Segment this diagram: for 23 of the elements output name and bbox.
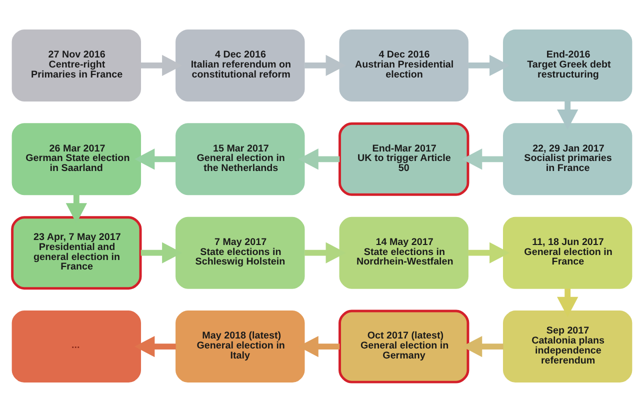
node-box: 22, 29 Jan 2017 Socialist primaries in France (502, 123, 632, 196)
node-box: 7 May 2017 State elections in Schleswig Holstein (176, 216, 305, 289)
arrow (462, 148, 504, 170)
arrow (468, 242, 510, 264)
node-box: 15 Mar 2017 General election in the Netherlands (176, 123, 305, 196)
node-box: 4 Dec 2016 Italian referendum on constitutional reform (176, 29, 305, 102)
node-box: End-Mar 2017 UK to trigger Article 50 (338, 122, 470, 196)
node-box: Sep 2017 Catalonia plans independence referendum (502, 310, 632, 383)
arrow (134, 336, 176, 358)
arrow (557, 288, 578, 318)
arrow (134, 148, 176, 170)
arrow (468, 54, 510, 76)
arrow (298, 148, 340, 170)
node-box: End-2016 Target Greek debt restructuring (502, 29, 632, 102)
node-box: Oct 2017 (latest) General election in Germany (338, 310, 470, 384)
node-box: ... (12, 310, 142, 383)
node-box: 11, 18 Jun 2017 General election in France (502, 216, 632, 289)
node-box: 14 May 2017 State elections in Nordrhein-Westfalen (339, 216, 468, 289)
node-box: 26 Mar 2017 German State election in Saarland (12, 123, 142, 196)
node-box: 27 Nov 2016 Centre-right Primaries in France (12, 29, 142, 102)
node-box: 4 Dec 2016 Austrian Presidential election (339, 29, 468, 102)
node-box: May 2018 (latest) General election in Italy (176, 310, 305, 383)
node-box: 23 Apr, 7 May 2017 Presidential and general election in France (11, 216, 142, 290)
